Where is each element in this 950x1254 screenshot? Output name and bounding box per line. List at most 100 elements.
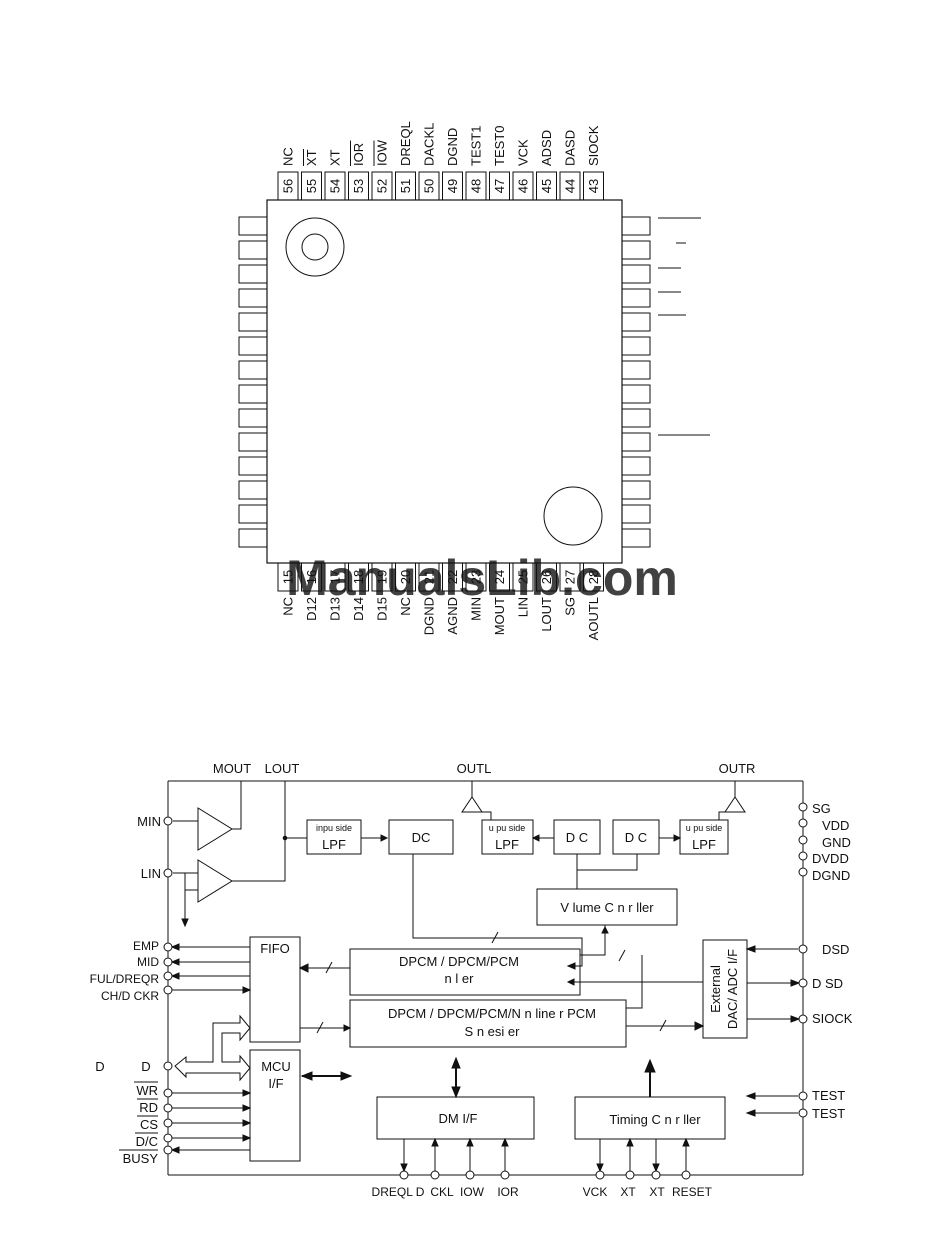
arrow-siock	[790, 1015, 801, 1023]
top-pin-number: 55	[304, 179, 319, 193]
arrow-dc	[380, 834, 389, 842]
lout-wire	[232, 781, 286, 882]
pin-terminal	[163, 985, 173, 995]
bottom-pin-number: 28	[586, 570, 601, 584]
top-pin-name: IOW	[375, 139, 390, 166]
slash-2	[316, 1021, 324, 1034]
timing-label: Timing C n r ller	[609, 1112, 701, 1127]
arrow-ext	[694, 1021, 705, 1031]
bottom-pin-number: 17	[328, 570, 343, 584]
pin-label-siock: SIOCK	[812, 1011, 853, 1026]
bottom-pin-number: 22	[445, 570, 460, 584]
pin-terminal	[163, 957, 173, 967]
top-pin-number: 52	[375, 179, 390, 193]
bottom-pin-name: NC	[281, 597, 296, 616]
top-pin-box	[371, 171, 393, 201]
top-pin-number: 48	[469, 179, 484, 193]
arrow-timing	[644, 1058, 656, 1073]
bottom-pin-name: AOUTL	[586, 597, 601, 640]
top-pin-name: DACKL	[422, 123, 437, 166]
top-pin-name: NC	[281, 147, 296, 166]
top-pin-box	[277, 171, 299, 201]
bottom-pin-box	[512, 562, 534, 592]
pin-label-lin: LIN	[141, 866, 161, 881]
arrow-mcu-l	[300, 1071, 313, 1081]
left-pin-box	[238, 528, 268, 548]
top-pin-number: 53	[351, 179, 366, 193]
bottom-pin-number: 26	[539, 570, 554, 584]
top-pin-name: XT	[328, 149, 343, 166]
dc-box	[388, 819, 454, 855]
lpf-out-l-label: LPF	[495, 837, 519, 852]
left-pin-box	[238, 456, 268, 476]
bottom-pin-box	[559, 562, 581, 592]
terminal-circles	[163, 802, 808, 1180]
mcu-label-2: I/F	[268, 1076, 283, 1091]
left-pin-box	[238, 360, 268, 380]
pin-label-d-sd: D SD	[812, 976, 843, 991]
bottom-pin-name: MIN	[469, 597, 484, 621]
arrow-ctrl	[566, 978, 575, 986]
arrow-mcu-r	[340, 1071, 353, 1081]
bottom-pin-number: 27	[563, 570, 578, 584]
dpcm-syn-label-2: S n esi er	[465, 1024, 521, 1039]
ext-if-box	[702, 939, 748, 1039]
vol-to-dac	[576, 854, 638, 889]
pin-terminal	[595, 1170, 605, 1180]
right-pin-box	[621, 240, 651, 260]
pin-terminal	[798, 1014, 808, 1024]
pin-terminal	[651, 1170, 661, 1180]
top-pin-box	[418, 171, 440, 201]
bottom-pin-number: 25	[516, 570, 531, 584]
junction-dot	[282, 835, 288, 841]
mcu-box	[249, 1049, 301, 1162]
dpcm-syn-label-1: DPCM / DPCM/PCM/N n line r PCM	[388, 1006, 596, 1021]
top-pin-box	[465, 171, 487, 201]
left-pin-box	[238, 288, 268, 308]
package-pinout: 56NC55XT54XT53IOR52IOW51DREQL50DACKL49DG…	[238, 121, 710, 640]
bottom-pin-name: NC	[398, 597, 413, 616]
arrow-lpf-l	[531, 834, 540, 842]
pin-terminal	[163, 942, 173, 952]
right-pin-box	[621, 408, 651, 428]
pin-label-dgnd: DGND	[812, 868, 850, 883]
arrow-dsd	[745, 945, 756, 953]
pin-terminal	[798, 851, 808, 861]
top-pin-number: 54	[328, 179, 343, 193]
top-pin-number: 49	[445, 179, 460, 193]
package-body	[266, 199, 623, 564]
bottom-pin-number: 24	[492, 570, 507, 584]
pin-label-gnd: GND	[822, 835, 851, 850]
mout-wire	[232, 781, 242, 830]
dpcm-ctrl-label-1: DPCM / DPCM/PCM	[399, 954, 519, 969]
bottom-pin-box	[442, 562, 463, 592]
bottom-pin-box	[418, 562, 440, 592]
pin-label-d-left: D	[95, 1059, 104, 1074]
left-pin-box	[238, 240, 268, 260]
ful-wire-arrowhead	[170, 972, 180, 980]
bottom-pin-name: D14	[351, 597, 366, 621]
busy-wire-arrowhead	[170, 1146, 180, 1154]
pin-label-ful: FUL/DREQR	[90, 972, 160, 986]
top-pin-name: VCK	[516, 139, 531, 166]
pin-terminal	[681, 1170, 691, 1180]
lpf-r-to-buf	[718, 811, 735, 820]
pin-terminal	[798, 835, 808, 845]
ext-if-label-2: DAC/ ADC I/F	[725, 949, 740, 1029]
arrow-adsd	[790, 979, 801, 987]
slash-4	[618, 949, 626, 962]
dackl-wire-arrowhead	[431, 1137, 439, 1147]
bottom-pin-name: SG	[563, 597, 578, 616]
slash-5	[491, 931, 499, 944]
bottom-pin-box	[324, 562, 346, 592]
pin-label-sg: SG	[812, 801, 831, 816]
top-pin-number: 47	[492, 179, 507, 193]
top-pin-box	[512, 171, 534, 201]
pin-label-xt2: XT	[649, 1185, 665, 1199]
volume-label: V lume C n r ller	[560, 900, 654, 915]
arrow-test2	[745, 1109, 756, 1117]
block-labels: MOUT LOUT OUTL OUTR MIN LIN EMP MID FUL/…	[90, 761, 853, 1199]
lpf-out-l-top-label: u pu side	[489, 823, 526, 833]
pin-label-ior: IOR	[497, 1185, 519, 1199]
